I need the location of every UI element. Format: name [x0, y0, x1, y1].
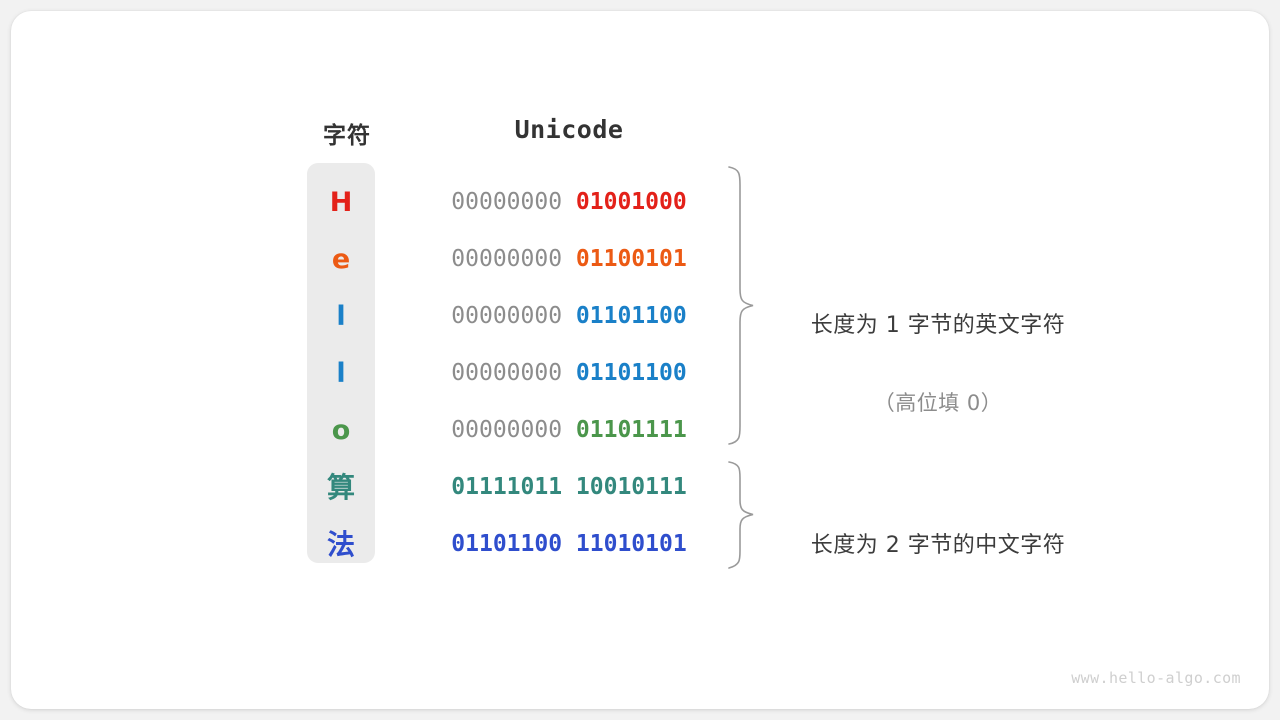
row-unicode-bits: 00000000 01001000	[431, 174, 707, 231]
row-high-byte: 00000000	[451, 360, 563, 386]
row-low-byte: 01101111	[575, 417, 687, 443]
row-low-byte: 11010101	[575, 531, 687, 557]
row-unicode-bits: 00000000 01100101	[431, 231, 707, 288]
row-low-byte: 01101100	[575, 303, 687, 329]
row-low-byte: 01100101	[575, 246, 687, 272]
row-unicode-bits: 00000000 01101100	[431, 345, 707, 402]
annotation-ascii-line1: 长度为 1 字节的英文字符	[810, 313, 1066, 338]
row-character: H	[329, 187, 353, 218]
encoding-row: o 00000000 01101111	[11, 402, 1269, 459]
row-high-byte: 00000000	[451, 189, 563, 215]
row-unicode-bits: 01111011 10010111	[431, 459, 707, 516]
row-high-byte: 01101100	[451, 531, 563, 557]
annotation-cjk: 长度为 2 字节的中文字符	[773, 489, 1103, 597]
row-character: l	[336, 301, 346, 332]
row-high-byte: 01111011	[451, 474, 563, 500]
row-character: l	[336, 358, 346, 389]
unicode-column-header: Unicode	[514, 115, 624, 144]
encoding-row: H 00000000 01001000	[11, 174, 1269, 231]
char-column-background	[307, 163, 375, 563]
row-unicode-bits: 00000000 01101100	[431, 288, 707, 345]
row-character: o	[331, 415, 351, 446]
row-unicode-bits: 00000000 01101111	[431, 402, 707, 459]
encoding-row: 算 01111011 10010111	[11, 459, 1269, 516]
row-high-byte: 00000000	[451, 303, 563, 329]
annotation-ascii-line2: （高位填 0）	[873, 391, 1003, 415]
unicode-encoding-diagram: 字符 Unicode H 00000000 01001000 e 00000000 0…	[11, 11, 1269, 709]
row-low-byte: 10010111	[575, 474, 687, 500]
row-unicode-bits: 01101100 11010101	[431, 516, 707, 573]
row-low-byte: 01101100	[575, 360, 687, 386]
annotation-ascii: 长度为 1 字节的英文字符 （高位填 0）	[773, 269, 1103, 455]
row-character: 算	[326, 471, 355, 504]
encoding-row: l 00000000 01101100	[11, 288, 1269, 345]
row-character: e	[331, 244, 351, 275]
encoding-row: e 00000000 01100101	[11, 231, 1269, 288]
row-high-byte: 00000000	[451, 246, 563, 272]
figure-card: 字符 Unicode H 00000000 01001000 e 00000000 0…	[11, 11, 1269, 709]
encoding-row: 法 01101100 11010101	[11, 516, 1269, 573]
char-column-header: 字符	[323, 122, 371, 148]
row-character: 法	[326, 528, 355, 561]
watermark: www.hello-algo.com	[1071, 669, 1241, 687]
annotation-cjk-line1: 长度为 2 字节的中文字符	[810, 533, 1066, 558]
row-high-byte: 00000000	[451, 417, 563, 443]
encoding-row: l 00000000 01101100	[11, 345, 1269, 402]
row-low-byte: 01001000	[575, 189, 687, 215]
